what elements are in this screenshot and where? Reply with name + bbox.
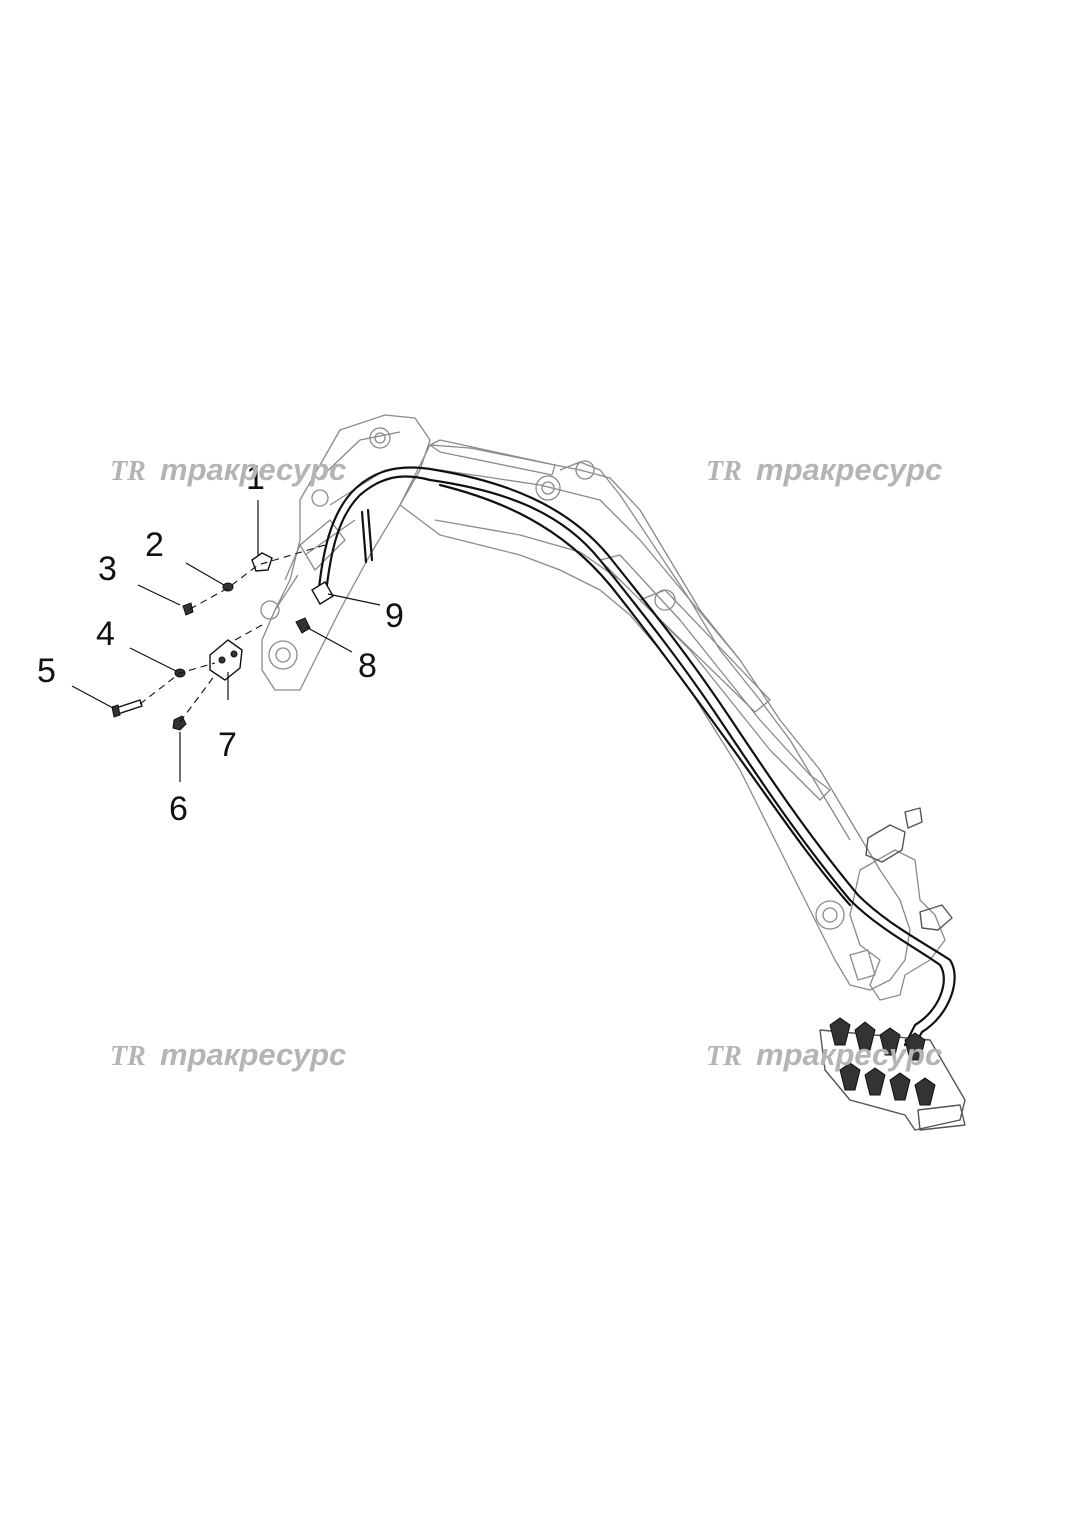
tr-logo-icon: TR [110, 1041, 146, 1072]
watermark-text: тракресурс [756, 1037, 942, 1072]
callout-9: 9 [385, 597, 404, 635]
callout-5: 5 [37, 652, 56, 690]
callout-1: 1 [246, 459, 265, 497]
part-5-bolt [115, 699, 143, 715]
watermark-text: тракресурс [160, 452, 346, 487]
control-valve-block [819, 1017, 966, 1131]
watermark-text: тракресурс [756, 452, 942, 487]
leader-lines [71, 500, 381, 782]
hydraulic-hoses [316, 466, 956, 1052]
tr-logo-icon: TR [110, 456, 146, 487]
watermark-bottom-left: TR тракресурс [110, 1037, 346, 1072]
tr-logo-icon: TR [706, 456, 742, 487]
part-3-bolt [182, 602, 194, 616]
watermark-top-right: TR тракресурс [706, 452, 942, 487]
fittings [111, 552, 334, 731]
watermark-text: тракресурс [160, 1037, 346, 1072]
watermark-top-left: TR тракресурс [110, 452, 346, 487]
callout-6: 6 [169, 790, 188, 828]
callout-4: 4 [96, 615, 115, 653]
part-7-bracket [209, 639, 243, 681]
callout-8: 8 [358, 647, 377, 685]
callout-2: 2 [145, 526, 164, 564]
assembly-lines [139, 544, 326, 723]
callout-3: 3 [98, 550, 117, 588]
callout-7: 7 [218, 726, 237, 764]
boom-outline [260, 414, 953, 1001]
watermark-bottom-right: TR тракресурс [706, 1037, 942, 1072]
part-6-nut [172, 715, 187, 731]
tr-logo-icon: TR [706, 1041, 742, 1072]
part-8-clamp [295, 617, 311, 634]
part-9-clip [311, 581, 334, 605]
part-1-fitting [251, 552, 273, 572]
callout-labels: 1 2 3 4 5 6 7 8 9 [37, 459, 404, 828]
